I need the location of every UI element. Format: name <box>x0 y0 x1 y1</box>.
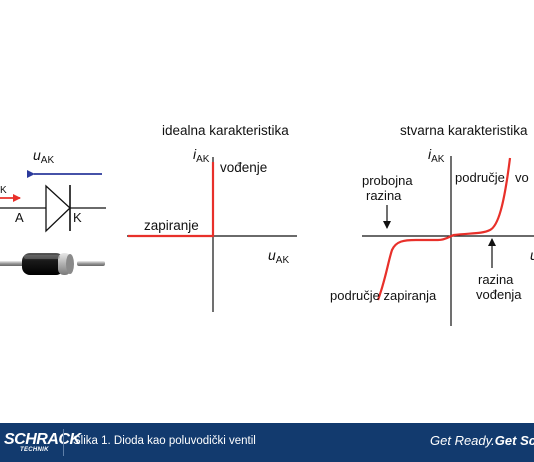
breakdown-label-line1: probojna <box>362 173 413 188</box>
threshold-label-line2: vođenja <box>476 287 522 302</box>
blocking-region-label: područje zapiranja <box>330 288 437 303</box>
breakdown-label-line2: razina <box>366 188 402 203</box>
schrack-logo: SCHRACK TECHNIK <box>0 432 81 454</box>
ideal-conduction-label: vođenje <box>220 160 267 175</box>
real-characteristic-chart: stvarna karakteristika iAK u probojna ra… <box>330 123 534 326</box>
ideal-curve <box>128 162 215 238</box>
footer-divider <box>63 429 64 456</box>
cathode-label: K <box>73 210 82 225</box>
diode-figure: uAK K A K idealna karakteristika iAK uAK… <box>0 123 534 326</box>
anode-label: A <box>15 210 24 225</box>
logo-main-text: SCHRACK <box>4 431 81 448</box>
footer-bar: SCHRACK TECHNIK Slika 1. Dioda kao poluv… <box>0 423 534 462</box>
diode-component-image <box>0 253 105 275</box>
slogan: Get Ready.Get Schr <box>430 433 534 448</box>
voltage-label: uAK <box>33 147 54 166</box>
conduction-region-label-line1: područje <box>455 170 505 185</box>
ideal-characteristic-chart: idealna karakteristika iAK uAK vođenje z… <box>127 123 297 312</box>
diode-triangle <box>45 184 71 233</box>
ideal-chart-title: idealna karakteristika <box>162 123 289 138</box>
logo-sub-text: TECHNIK <box>20 447 49 453</box>
slogan-part1: Get Ready. <box>430 433 495 448</box>
ideal-x-axis-label: uAK <box>268 247 289 266</box>
figure-caption: Slika 1. Dioda kao poluvodički ventil <box>73 435 256 447</box>
real-y-axis-label: iAK <box>428 146 445 165</box>
real-x-axis-label: u <box>530 247 534 263</box>
real-curve <box>376 157 512 301</box>
conduction-region-label-line2: vo <box>515 170 529 185</box>
current-label: K <box>0 185 7 196</box>
slogan-part2: Get Schr <box>494 433 534 448</box>
ideal-blocking-label: zapiranje <box>144 218 199 233</box>
threshold-label-line1: razina <box>478 272 514 287</box>
ideal-y-axis-label: iAK <box>193 146 210 165</box>
real-chart-title: stvarna karakteristika <box>400 123 528 138</box>
diode-symbol: uAK K A K <box>0 147 106 233</box>
